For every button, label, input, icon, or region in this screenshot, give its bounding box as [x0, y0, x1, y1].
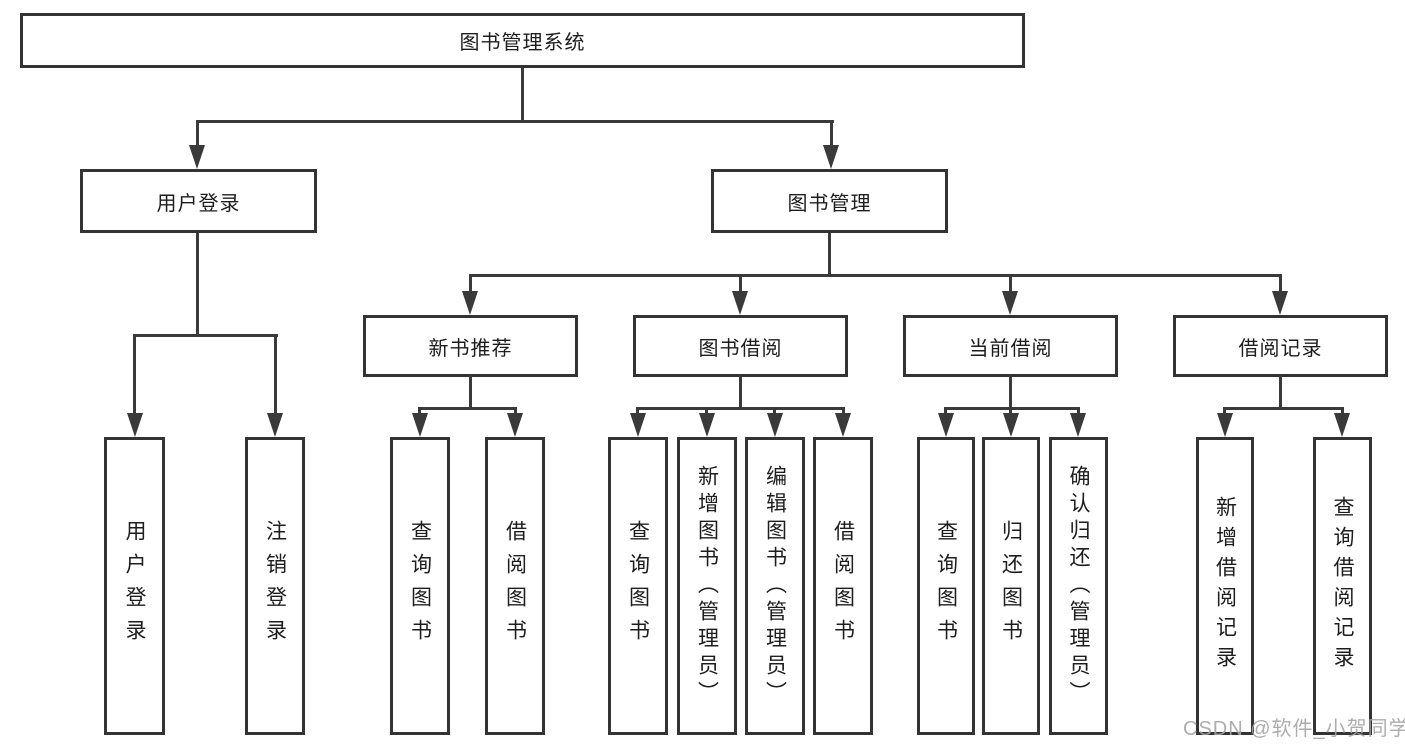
- arrowhead: [823, 145, 839, 169]
- connector-line: [773, 407, 776, 416]
- arrowhead: [507, 413, 523, 437]
- leaf-borrow-query-books: 查询图书: [608, 437, 668, 735]
- connector-line: [1009, 375, 1012, 409]
- node-book-borrowing-label: 图书借阅: [698, 337, 783, 360]
- leaf-edit-books-admin-label: 编辑图书（管理员）: [763, 464, 787, 708]
- node-current-borrowing: 当前借阅: [903, 315, 1118, 377]
- connector-line: [705, 407, 708, 416]
- node-new-book-recommend-label: 新书推荐: [428, 337, 513, 360]
- arrowhead: [462, 291, 478, 315]
- connector-line: [196, 120, 834, 123]
- connector-line: [1279, 274, 1282, 294]
- node-user-login-label: 用户登录: [156, 192, 241, 215]
- connector-line: [1341, 407, 1344, 416]
- arrowhead: [1070, 413, 1086, 437]
- leaf-add-books-admin: 新增图书（管理员）: [677, 437, 737, 735]
- leaf-logout-label: 注销登录: [263, 520, 287, 652]
- connector-line: [418, 407, 421, 416]
- csdn-watermark: CSDN @软件_小贺同学: [1183, 718, 1405, 740]
- arrowhead: [189, 145, 205, 169]
- node-root-label: 图书管理系统: [459, 32, 586, 54]
- connector-line: [469, 375, 472, 409]
- connector-line: [1009, 407, 1012, 416]
- arrowhead: [267, 413, 283, 437]
- node-new-book-recommend: 新书推荐: [363, 315, 578, 377]
- node-current-borrowing-label: 当前借阅: [968, 337, 1053, 360]
- connector-line: [469, 274, 472, 294]
- leaf-recommend-query-books: 查询图书: [390, 437, 450, 735]
- leaf-user-login-label: 用户登录: [123, 520, 146, 652]
- connector-line: [944, 407, 1080, 410]
- leaf-borrow-query-books-label: 查询图书: [626, 520, 650, 652]
- leaf-add-borrow-record: 新增借阅记录: [1196, 437, 1254, 735]
- leaf-add-books-admin-label: 新增图书（管理员）: [695, 464, 719, 708]
- leaf-user-login: 用户登录: [104, 437, 165, 735]
- leaf-recommend-borrow-books-label: 借阅图书: [503, 520, 527, 652]
- connector-line: [274, 334, 277, 417]
- leaf-confirm-return-admin: 确认归还（管理员）: [1049, 437, 1108, 735]
- leaf-return-books-label: 归还图书: [999, 520, 1023, 652]
- leaf-add-borrow-record-label: 新增借阅记录: [1213, 496, 1237, 676]
- connector-line: [514, 407, 517, 416]
- arrowhead: [732, 291, 748, 315]
- node-book-borrowing: 图书借阅: [633, 315, 848, 377]
- connector-line: [469, 274, 1282, 277]
- node-borrowing-records: 借阅记录: [1173, 315, 1388, 377]
- arrowhead: [835, 413, 851, 437]
- node-borrowing-records-label: 借阅记录: [1238, 337, 1323, 360]
- leaf-recommend-query-books-label: 查询图书: [408, 520, 432, 652]
- leaf-query-borrow-record: 查询借阅记录: [1313, 437, 1372, 735]
- leaf-confirm-return-admin-label: 确认归还（管理员）: [1067, 464, 1090, 708]
- connector-line: [133, 334, 136, 417]
- leaf-edit-books-admin: 编辑图书（管理员）: [745, 437, 805, 735]
- connector-line: [196, 233, 199, 336]
- connector-line: [133, 334, 278, 337]
- node-book-management-label: 图书管理: [787, 192, 872, 215]
- leaf-current-query-books: 查询图书: [917, 437, 975, 735]
- connector-line: [1077, 407, 1080, 416]
- arrowhead: [1334, 413, 1350, 437]
- leaf-return-books: 归还图书: [982, 437, 1040, 735]
- connector-line: [1009, 274, 1012, 294]
- connector-line: [636, 407, 845, 410]
- leaf-borrow-books: 借阅图书: [813, 437, 873, 735]
- connector-line: [739, 274, 742, 294]
- leaf-recommend-borrow-books: 借阅图书: [485, 437, 545, 735]
- connector-line: [418, 407, 517, 410]
- arrowhead: [630, 413, 646, 437]
- leaf-current-query-books-label: 查询图书: [934, 520, 958, 652]
- arrowhead: [1272, 291, 1288, 315]
- connector-line: [842, 407, 845, 416]
- node-root: 图书管理系统: [20, 13, 1025, 68]
- leaf-borrow-books-label: 借阅图书: [831, 520, 855, 652]
- arrowhead: [938, 413, 954, 437]
- leaf-logout: 注销登录: [245, 437, 305, 735]
- connector-line: [1279, 375, 1282, 409]
- arrowhead: [1217, 413, 1233, 437]
- arrowhead: [767, 413, 783, 437]
- connector-line: [739, 375, 742, 409]
- connector-line: [830, 120, 833, 148]
- connector-line: [636, 407, 639, 416]
- arrowhead: [412, 413, 428, 437]
- connector-line: [521, 68, 524, 121]
- connector-line: [1223, 407, 1344, 410]
- connector-line: [1223, 407, 1226, 416]
- node-user-login: 用户登录: [80, 169, 317, 233]
- connector-line: [944, 407, 947, 416]
- arrowhead: [1002, 291, 1018, 315]
- arrowhead: [127, 413, 143, 437]
- arrowhead: [699, 413, 715, 437]
- leaf-query-borrow-record-label: 查询借阅记录: [1331, 496, 1354, 676]
- node-book-management: 图书管理: [711, 169, 948, 233]
- connector-line: [828, 233, 831, 277]
- connector-line: [196, 120, 199, 148]
- arrowhead: [1003, 413, 1019, 437]
